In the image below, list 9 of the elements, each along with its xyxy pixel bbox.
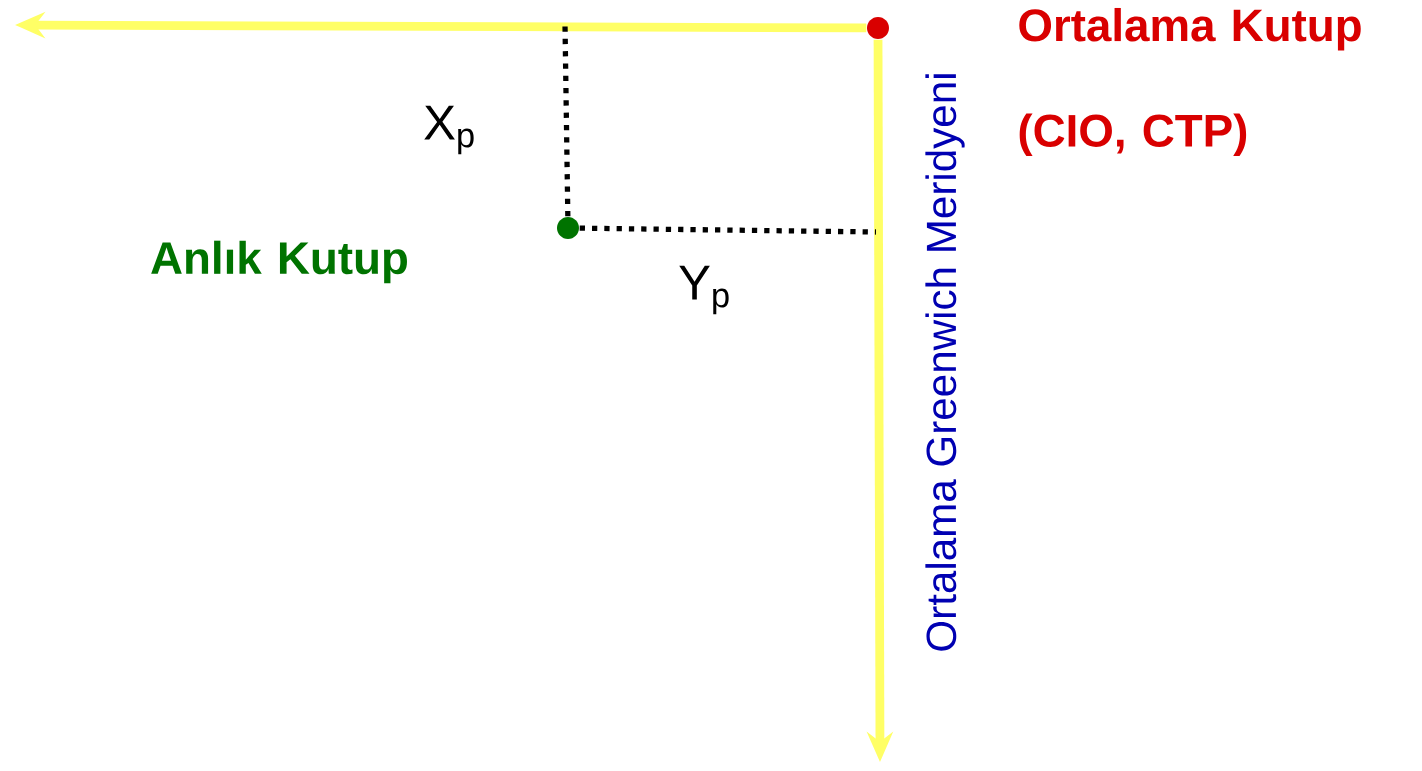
edge-label: Y$_{p}$ — [679, 265, 729, 315]
meridian-label: Ortalama Greenwich Meridyeni — [925, 74, 965, 651]
pole-label: Ortalama Kutup (CIO, CTP) — [1019, 7, 1361, 156]
dotted-line — [562, 24, 571, 217]
edge-label: X$_{p}$ — [424, 105, 474, 155]
pole-dot — [867, 17, 889, 39]
dotted-line — [579, 225, 877, 235]
pole-dot — [557, 217, 579, 239]
pole-label: Anlık Kutup — [151, 240, 407, 284]
